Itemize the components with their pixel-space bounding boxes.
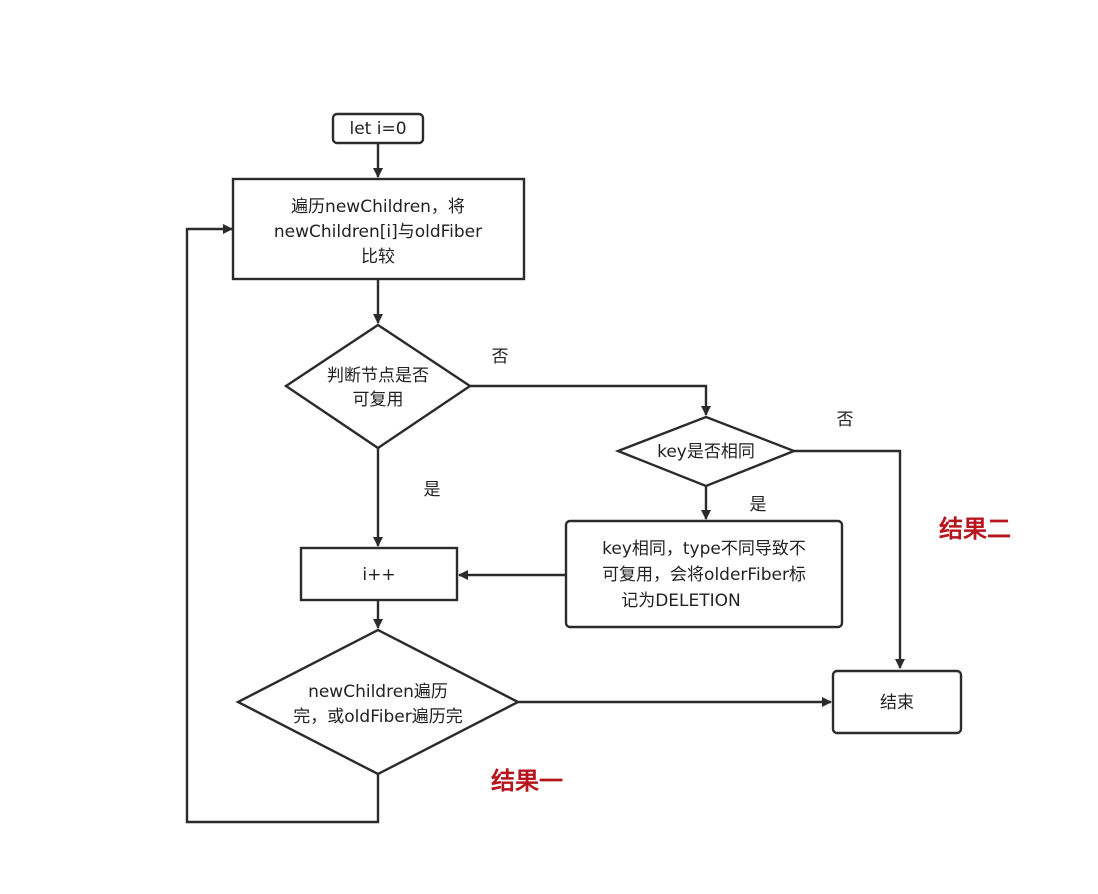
reusable-check-decision: 判断节点是否 可复用 [283,323,473,450]
traversal-done-line-1: newChildren遍历 [308,682,448,702]
reusable-no-label: 否 [492,347,509,367]
compare-process-node: 遍历newChildren，将 newChildren[i]与oldFiber … [231,177,526,281]
end-node: 结束 [831,669,963,735]
reusable-check-line-2: 可复用 [353,390,404,410]
compare-process-line-3: 比较 [361,247,395,267]
traversal-done-decision: newChildren遍历 完，或oldFiber遍历完 [235,628,521,776]
result-two-annotation: 结果二 [939,515,1011,543]
key-check-decision: key是否相同 [614,415,798,488]
key-yes-label: 是 [750,495,767,515]
deletion-line-1: key相同，type不同导致不 [602,539,806,559]
start-node: let i=0 [331,112,425,145]
result-one-annotation: 结果一 [491,767,563,795]
compare-process-line-2: newChildren[i]与oldFiber [274,222,482,242]
edge-loop-back-to-compare [185,224,380,824]
deletion-line-3: 记为DELETION [621,591,741,611]
key-no-label: 否 [837,410,854,430]
deletion-process-node: key相同，type不同导致不 可复用，会将olderFiber标 记为DELE… [564,519,844,629]
traversal-done-line-2: 完，或oldFiber遍历完 [293,707,462,727]
key-check-label: key是否相同 [657,442,755,462]
reusable-yes-label: 是 [424,480,441,500]
edge-key-no-to-end [794,449,905,669]
increment-label: i++ [362,565,395,585]
increment-process-node: i++ [299,546,459,602]
edge-reusable-no-to-key-check [470,384,711,416]
reusable-check-line-1: 判断节点是否 [327,366,429,386]
compare-process-line-1: 遍历newChildren，将 [291,197,465,217]
end-node-label: 结束 [880,693,914,713]
deletion-line-2: 可复用，会将olderFiber标 [602,565,806,585]
start-node-label: let i=0 [349,119,406,139]
